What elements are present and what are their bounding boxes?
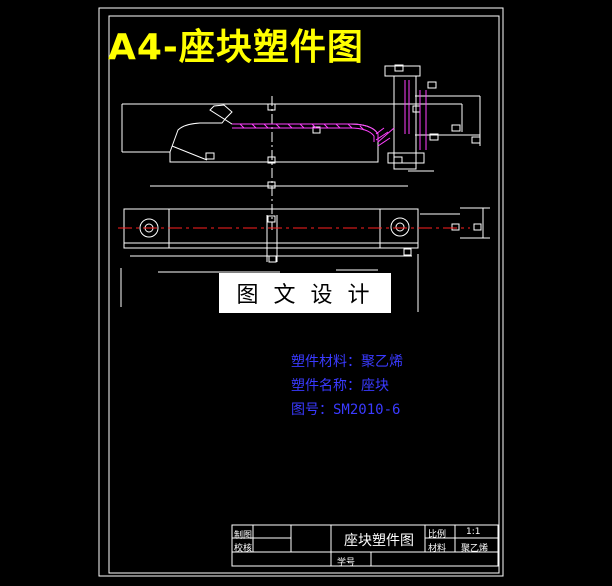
- sheet-border: [98, 7, 504, 577]
- watermark-stamp: 图 文 设 计: [219, 273, 391, 313]
- tb-scale-label: 比例: [428, 530, 447, 540]
- drawing-number-line: 图号：SM2010-6: [291, 402, 401, 418]
- section-hatching: [232, 80, 427, 150]
- tb-checked-label: 校核: [234, 544, 253, 554]
- tb-material-label: 材料: [428, 544, 447, 554]
- drawing-title: A4-座块塑件图: [108, 27, 364, 68]
- tb-student-no-label: 学号: [337, 558, 356, 568]
- tb-drawn-label: 制图: [234, 531, 253, 541]
- material-line: 塑件材料：聚乙烯: [291, 354, 403, 370]
- drawing-frame: [108, 15, 500, 574]
- part-name-line: 塑件名称：座块: [291, 378, 389, 394]
- tb-scale-value: 1:1: [466, 527, 481, 537]
- part-info: 塑件材料：聚乙烯 塑件名称：座块 图号：SM2010-6: [291, 350, 403, 422]
- title-block-lines: [231, 524, 499, 567]
- tb-material-value: 聚乙烯: [461, 544, 489, 554]
- tb-drawing-name: 座块塑件图: [344, 533, 414, 549]
